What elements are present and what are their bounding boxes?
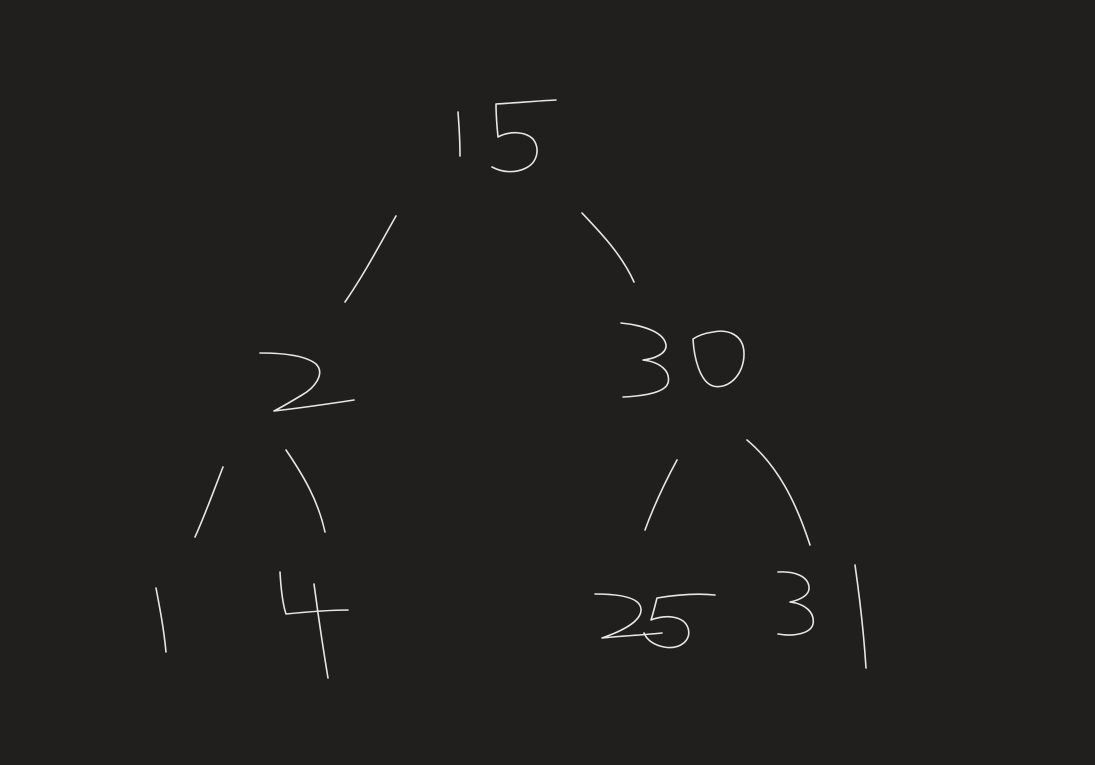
- node-15-digit-5: [491, 99, 557, 173]
- tree-node-1: 1: [155, 587, 167, 653]
- tree-node-4: 4: [279, 571, 349, 679]
- node-4-digit-4-stroke-b: [313, 583, 329, 679]
- tree-node-30: 30: [620, 322, 745, 398]
- node-31-digit-3: [777, 571, 815, 636]
- edge-2-to-4: [285, 449, 326, 533]
- edge-15-to-30: [581, 212, 635, 283]
- node-25-digit-5: [643, 593, 716, 649]
- edge-15-to-2: [344, 215, 397, 303]
- tree-node-15: 15: [457, 99, 557, 173]
- edge-30-to-25: [644, 459, 678, 531]
- tree-node-2: 2: [259, 352, 355, 412]
- node-25-digit-2: [594, 593, 663, 639]
- node-2-digit-2: [259, 352, 355, 412]
- node-30-digit-3: [620, 322, 670, 398]
- node-15-digit-1: [457, 111, 461, 157]
- node-30-digit-0: [692, 330, 745, 388]
- node-31-digit-1: [854, 564, 867, 669]
- tree-node-31: 31: [777, 564, 867, 669]
- tree-node-25: 25: [594, 593, 716, 649]
- node-4-digit-4-stroke-a: [279, 571, 349, 615]
- handwritten-strokes: 15 2 30: [155, 99, 867, 679]
- edge-30-to-31: [746, 439, 811, 546]
- edge-2-to-1: [194, 466, 224, 538]
- node-1-digit-1: [155, 587, 167, 653]
